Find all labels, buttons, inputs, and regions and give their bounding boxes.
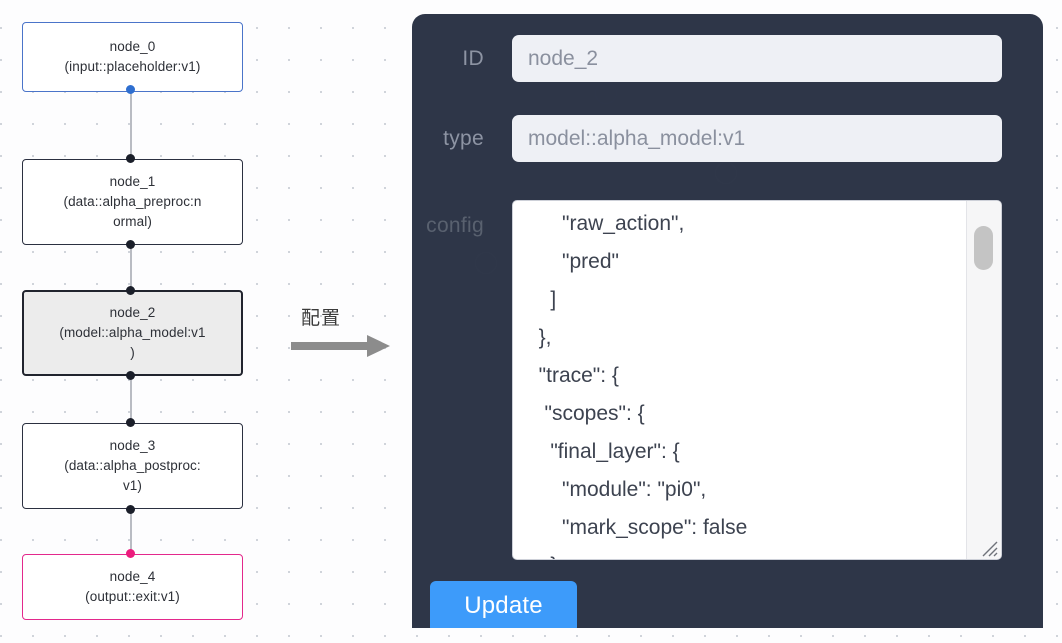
update-button[interactable]: Update xyxy=(430,581,577,628)
node_2-input-port[interactable] xyxy=(126,286,135,295)
graph-node-node_1[interactable]: node_1 (data::alpha_preproc:n ormal) xyxy=(22,159,243,245)
id-field-label: ID xyxy=(462,46,484,70)
graph-node-node_3[interactable]: node_3 (data::alpha_postproc: v1) xyxy=(22,423,243,509)
node_0-output-port[interactable] xyxy=(126,85,135,94)
edge-node2-node3 xyxy=(130,375,132,422)
type-field-label: type xyxy=(443,126,484,150)
edge-node1-node2 xyxy=(130,245,132,292)
node_2-output-port[interactable] xyxy=(126,371,135,380)
node_4-input-port[interactable] xyxy=(126,549,135,558)
field-row-id: ID xyxy=(412,35,1002,82)
node_3-input-port[interactable] xyxy=(126,418,135,427)
field-row-config: config "raw_action", "pred" ] }, "trace"… xyxy=(412,200,1002,560)
config-panel: ○ ○ ○ ID type config "raw_action", "pred… xyxy=(412,14,1043,628)
field-row-type: type xyxy=(412,115,1002,162)
graph-node-node_0[interactable]: node_0 (input::placeholder:v1) xyxy=(22,22,243,92)
node_1-output-port[interactable] xyxy=(126,240,135,249)
config-textarea[interactable]: "raw_action", "pred" ] }, "trace": { "sc… xyxy=(512,200,1002,560)
edge-node0-node1 xyxy=(130,90,132,160)
graph-node-node_4[interactable]: node_4 (output::exit:v1) xyxy=(22,554,243,620)
config-field-label: config xyxy=(426,214,484,237)
annotation-arrow-icon xyxy=(291,335,390,357)
config-textarea-value[interactable]: "raw_action", "pred" ] }, "trace": { "sc… xyxy=(538,212,748,559)
annotation-label: 配置 xyxy=(301,307,342,329)
resize-handle-icon[interactable] xyxy=(979,538,999,558)
id-input[interactable] xyxy=(512,35,1002,82)
graph-node-node_2[interactable]: node_2 (model::alpha_model:v1 ) xyxy=(22,290,243,376)
config-scrollbar-thumb[interactable] xyxy=(974,226,993,270)
edge-node3-node4 xyxy=(130,511,132,553)
config-scrollbar[interactable] xyxy=(966,201,1001,559)
type-input[interactable] xyxy=(512,115,1002,162)
node_3-output-port[interactable] xyxy=(126,505,135,514)
node_1-input-port[interactable] xyxy=(126,154,135,163)
